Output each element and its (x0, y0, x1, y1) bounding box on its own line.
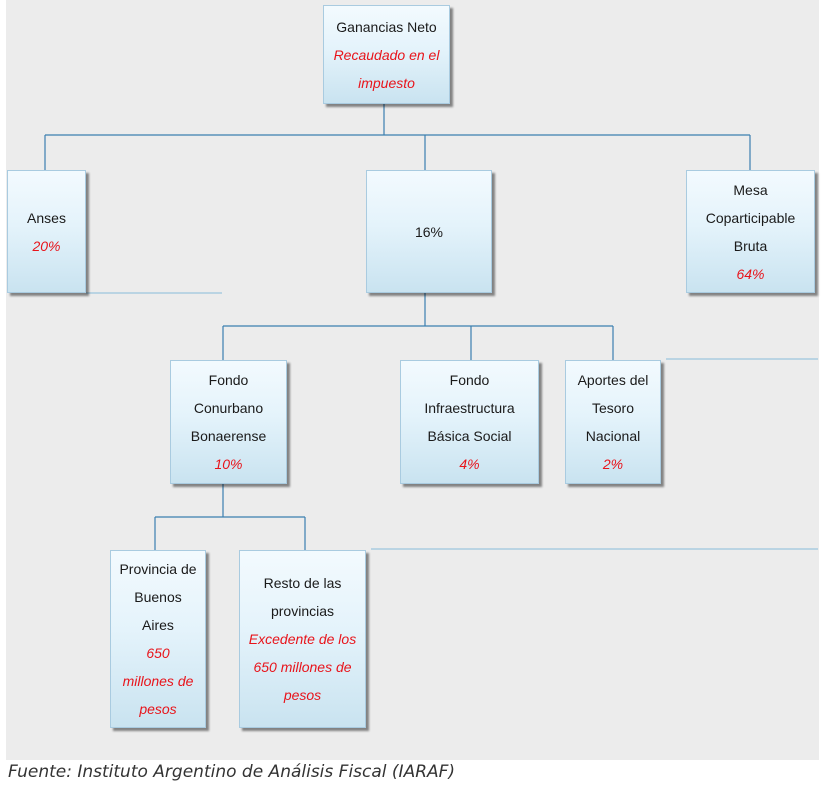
node-value-line: millones de (122, 673, 194, 689)
node-label-line: provincias (270, 603, 335, 619)
node-label-line: Aires (142, 617, 174, 633)
node-label-line: Mesa (733, 181, 768, 198)
node-label-line: Ganancias Neto (336, 18, 437, 35)
node-value-line: 20% (32, 237, 61, 254)
node-label-line: Conurbano (193, 400, 264, 416)
node-label-line: Tesoro (591, 400, 634, 416)
node-label-line: Infraestructura (424, 400, 515, 416)
node-label-line: Resto de las (263, 575, 342, 591)
node-value-line: 4% (459, 456, 480, 472)
node-label-line: Básica Social (427, 428, 512, 444)
node-label-line: Bonaerense (190, 428, 267, 444)
node-label-line: Provincia de (119, 561, 197, 577)
node-value-line: 650 (146, 645, 170, 661)
node-label-line: Anses (27, 209, 66, 226)
node-value-line: Recaudado en el (333, 46, 440, 63)
node-label-line: 16% (414, 223, 444, 240)
node-value-line: 2% (602, 456, 624, 472)
connector-lines (44, 104, 818, 550)
node-value-line: Excedente de los (248, 631, 357, 647)
node-value-line: pesos (283, 687, 322, 703)
node-label-line: Coparticipable (705, 209, 796, 226)
node-value-line: 650 millones de (253, 659, 352, 675)
node-label-line: Fondo (449, 372, 490, 388)
node-label-line: Buenos (134, 589, 182, 605)
node-label-line: Aportes del (577, 372, 649, 388)
node-label-line: Fondo (208, 372, 249, 388)
node-anses: Anses 20% (7, 170, 86, 293)
node-value-line: pesos (139, 701, 177, 717)
node-16-percent: 16% (366, 170, 492, 293)
node-label-line: Nacional (585, 428, 641, 444)
node-label-line: Bruta (733, 237, 768, 254)
node-value-line: 64% (736, 265, 765, 282)
source-caption: Fuente: Instituto Argentino de Análisis … (8, 762, 456, 782)
node-value-line: impuesto (358, 74, 415, 91)
node-value-line: 10% (214, 456, 243, 472)
